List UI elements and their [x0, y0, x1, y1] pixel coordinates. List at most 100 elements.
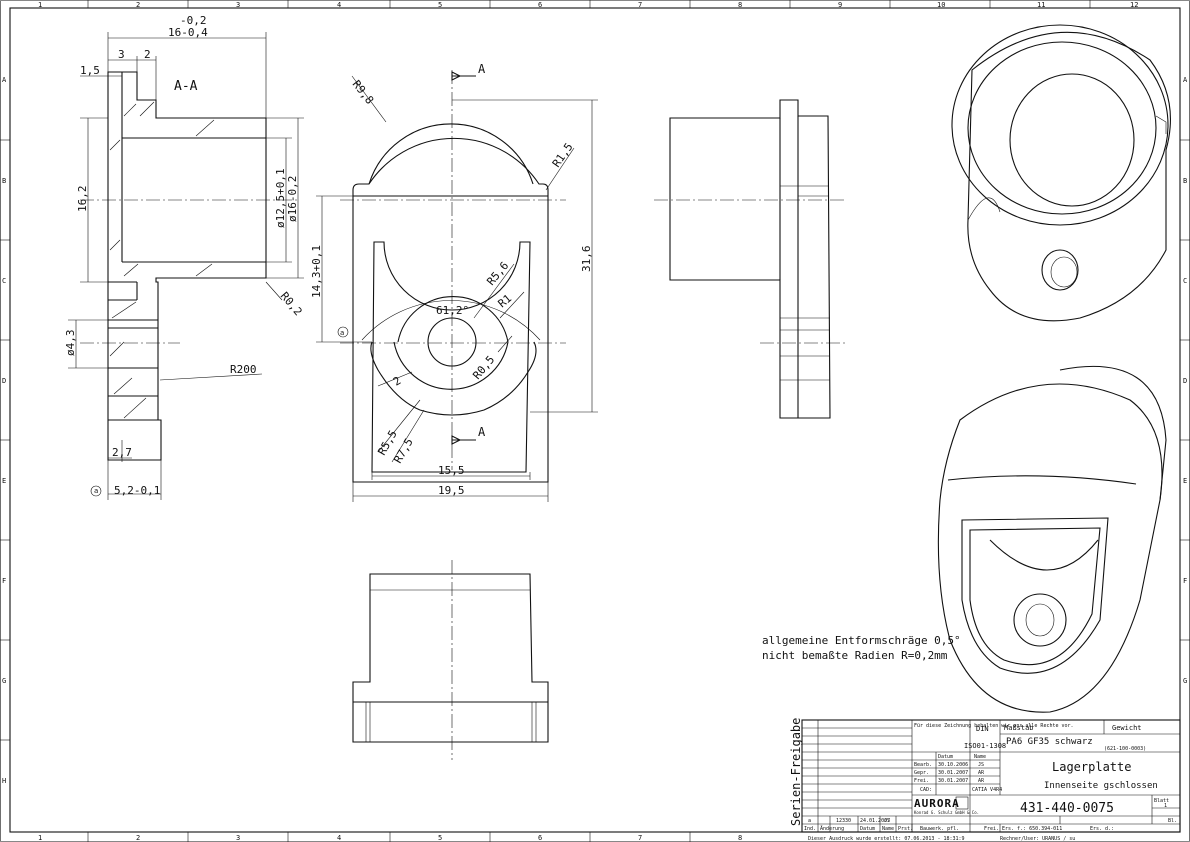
din-label: DIN [976, 725, 989, 733]
row-label: D [1183, 377, 1187, 385]
drawing-title: Lagerplatte [1052, 760, 1131, 774]
section-view-a-a: -0,2 16-0,4 3 2 1,5 A-A 16,2 ø12,5+0,1 ø… [64, 14, 305, 500]
rights-note: Für diese Zeichnung behalten wir uns all… [914, 723, 1074, 729]
row-name-cad: CATIA V4R4 [972, 787, 1002, 793]
ers-fuer: Ers. f.: 650.394-011 [1002, 826, 1062, 832]
col-label: 9 [838, 1, 842, 9]
dim-19-5: 19,5 [438, 484, 465, 497]
marker-a-left: a [94, 487, 98, 495]
isometric-view-bottom [937, 365, 1167, 713]
row-label: G [1183, 677, 1187, 685]
row-name-gepr: AR [978, 770, 985, 776]
row-label: G [2, 677, 6, 685]
dim-5-2: 5,2-0,1 [114, 484, 160, 497]
row-label: E [2, 477, 6, 485]
col-label: 5 [438, 1, 442, 9]
rev-header-name: Name [882, 826, 894, 832]
col-label: 10 [937, 1, 945, 9]
rev-index: a [808, 818, 811, 824]
rev-header-ind: Ind. [804, 826, 816, 832]
col-label: 2 [136, 1, 140, 9]
col-label: 8 [738, 1, 742, 9]
col-label: 4 [337, 1, 341, 9]
row-name-frei: AR [978, 778, 985, 784]
company-sub: Konrad G. Schulz GmbH & Co. [914, 810, 979, 815]
row-label: F [2, 577, 6, 585]
blatt-label: Blatt [1154, 798, 1169, 804]
row-label-bearb: Bearb. [914, 762, 932, 768]
isometric-view-top [951, 24, 1171, 322]
rev-number: 12330 [836, 818, 851, 824]
col-label: 8 [738, 834, 742, 842]
blatt-value: 1 [1164, 803, 1167, 809]
ers-durch: Ers. d.: [1090, 826, 1114, 832]
col-label: 4 [337, 834, 341, 842]
row-date-gepr: 30.01.2007 [938, 770, 968, 776]
dim-r1-5: R1,5 [550, 141, 576, 170]
dim-1-5: 1,5 [80, 64, 100, 77]
dim-hole: ø4,3 [64, 330, 77, 357]
row-label: A [1183, 76, 1188, 84]
dim-r1: R1 [496, 292, 515, 310]
general-notes: allgemeine Entformschräge 0,5° nicht bem… [762, 634, 961, 662]
col-label: 1 [38, 1, 42, 9]
dim-tol-main: 16-0,4 [168, 26, 208, 39]
datum-label: Datum [938, 754, 953, 760]
col-label: 3 [236, 834, 240, 842]
material-code: (621-100-0003) [1104, 746, 1146, 752]
company-logo: AURORA Konrad G. Schulz GmbH & Co. [914, 796, 979, 815]
dim-r5-6: R5,6 [484, 259, 511, 288]
frei-2: Frei. [984, 826, 999, 832]
row-label: C [1183, 277, 1187, 285]
dim-31-6: 31,6 [580, 246, 593, 273]
front-view: A A R9,8 R1,5 14,3 [310, 62, 598, 502]
col-label: 12 [1130, 1, 1138, 9]
dim-r9-8: R9,8 [350, 78, 377, 107]
row-name-bearb: JS [978, 762, 984, 768]
col-label: 6 [538, 1, 542, 9]
row-label: F [1183, 577, 1187, 585]
note-line-1: allgemeine Entformschräge 0,5° [762, 634, 961, 647]
rev-header-aenderung: Änderung [820, 825, 844, 832]
dim-3: 3 [118, 48, 125, 61]
dim-angle: 61,2° [436, 304, 469, 317]
dim-r0-2: R0,2 [278, 290, 305, 319]
section-mark-bottom: A [478, 425, 486, 439]
section-label: A-A [174, 79, 198, 94]
title-block: Serien-Freigabe Für diese Zeichnung beha… [789, 718, 1181, 842]
footer-user-info: Rechner/User: URANUS / su [1000, 836, 1075, 842]
row-date-bearb: 30.10.2006 [938, 762, 968, 768]
col-label: 7 [638, 1, 642, 9]
din-value: ISO01-1308 [964, 742, 1006, 750]
dim-r200: R200 [230, 363, 257, 376]
row-label: H [2, 777, 6, 785]
col-label: 2 [136, 834, 140, 842]
dim-outer: ø16-0,2 [286, 176, 299, 222]
drawing-subtitle: Innenseite gschlossen [1044, 781, 1158, 791]
dim-14-3: 14,3+0,1 [310, 245, 323, 298]
rev-name: JS [884, 818, 890, 824]
dim-r0-5: R0,5 [470, 353, 497, 382]
row-label-cad: CAD: [920, 787, 932, 793]
material: PA6 GF35 schwarz [1006, 737, 1093, 747]
col-label: 7 [638, 834, 642, 842]
row-date-frei: 30.01.2007 [938, 778, 968, 784]
gewicht-label: Gewicht [1112, 724, 1142, 732]
massstab-label: Maßstab [1004, 724, 1034, 732]
rev-header-prst: Prst. [898, 826, 913, 832]
row-label: D [2, 377, 6, 385]
row-label: B [1183, 177, 1187, 185]
row-label: C [2, 277, 6, 285]
name-label: Name [974, 754, 986, 760]
col-label: 1 [38, 834, 42, 842]
col-label: 5 [438, 834, 442, 842]
row-label-frei: Frei. [914, 778, 929, 784]
row-label: E [1183, 477, 1187, 485]
section-mark-top: A [478, 62, 486, 76]
drawing-number: 431-440-0075 [1020, 801, 1114, 816]
bl-label: Bl. [1168, 818, 1177, 824]
row-label: A [2, 76, 7, 84]
footer-print-info: Dieser Ausdruck wurde erstellt: 07.06.20… [808, 836, 965, 842]
vertical-label: Serien-Freigabe [789, 718, 803, 826]
dim-tol-top: -0,2 [180, 14, 207, 27]
